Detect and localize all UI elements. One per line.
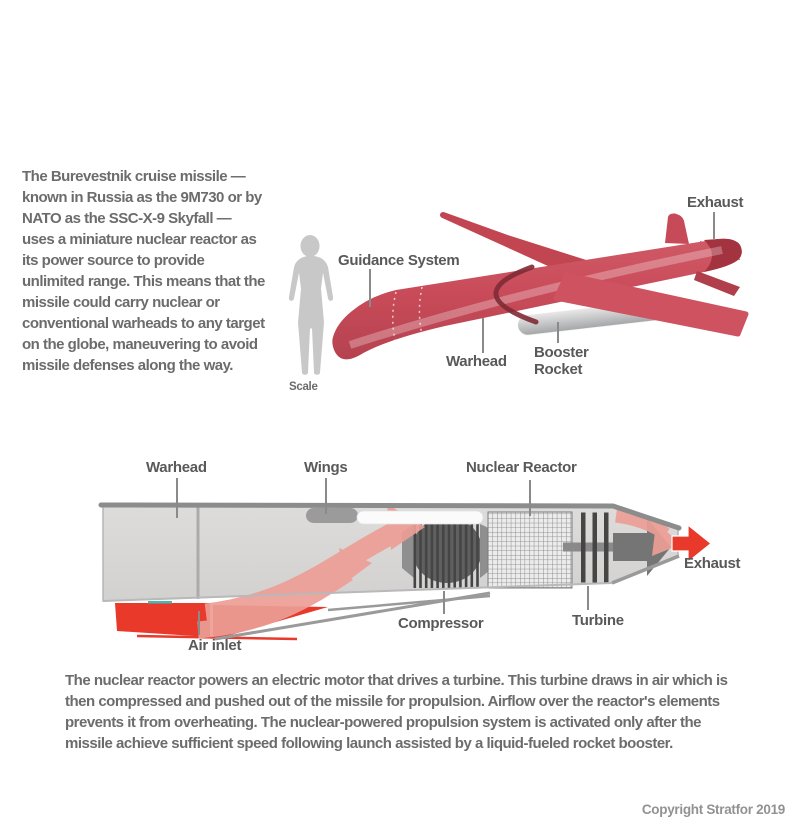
label-air-inlet: Air inlet [188,637,242,654]
hull-taper-border [611,554,680,585]
leader-reactor-line [529,480,531,516]
label-warhead-illustration: Warhead [446,353,507,370]
hull-top-border [98,502,682,531]
hull-bottom-border [102,582,613,602]
body-cut-ring [493,264,539,325]
nuclear-reactor-core [487,511,573,589]
tail-fin [665,213,689,244]
label-turbine: Turbine [572,612,624,629]
teal-accent [148,601,172,604]
label-compressor: Compressor [398,615,484,632]
compressor-assembly [402,516,493,588]
near-wing [553,272,749,337]
label-booster-rocket: Booster Rocket [534,344,589,378]
turbine-blades [581,512,609,583]
label-wings: Wings [304,459,348,476]
copyright-text: Copyright Stratfor 2019 [641,802,785,817]
leader-compressor-line [443,591,445,614]
leader-booster-line [557,322,559,343]
drive-shaft [563,542,613,552]
label-scale: Scale [289,381,318,393]
missile-3d-art [332,212,749,360]
leader-warhead-top-line [482,318,484,353]
intro-paragraph: The Burevestnik cruise missile — known i… [22,168,265,374]
airflow-arrows [197,504,682,639]
label-guidance-system: Guidance System [338,252,460,269]
label-warhead-cutaway: Warhead [146,459,207,476]
label-exhaust-cutaway: Exhaust [684,555,741,572]
cutaway-diagram [98,502,712,641]
leader-turbine-line [587,586,589,610]
label-exhaust-illustration: Exhaust [687,194,744,211]
leader-guidance-line [369,269,371,307]
exhaust-arrow-red [671,523,712,564]
leader-wings-line [325,478,327,514]
leader-warhead-cut-line [176,478,178,518]
description-paragraph: The nuclear reactor powers an electric m… [65,672,728,752]
wing-root-bar [306,508,358,523]
human-scale-silhouette [288,235,334,375]
leader-exhaust-top-line [713,212,715,240]
fuselage [332,238,742,360]
missile-illustration [288,212,749,375]
label-nuclear-reactor: Nuclear Reactor [466,459,577,476]
exhaust-cone [704,238,742,272]
wing-slot-bar [356,510,484,525]
leader-air-inlet-line [198,611,200,635]
body-highlight [348,246,723,349]
near-stabilizer [694,271,740,296]
